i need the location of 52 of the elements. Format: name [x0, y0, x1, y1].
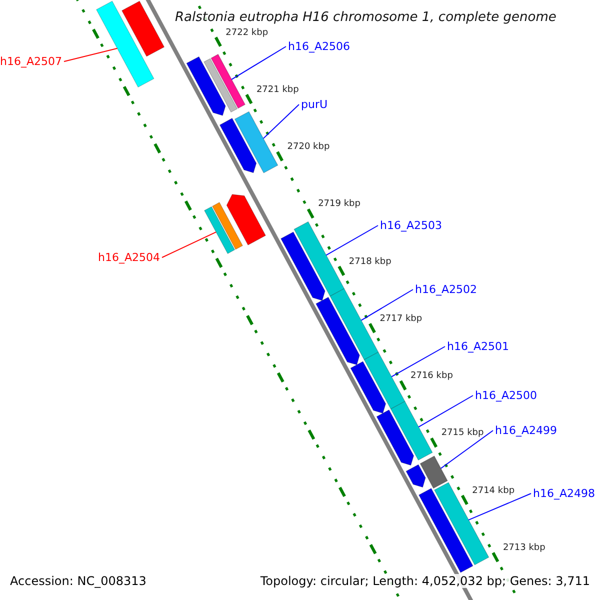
- leader-line: [418, 395, 474, 428]
- gene-label: h16_A2501: [447, 340, 509, 353]
- accession-text: Accession: NC_008313: [8, 574, 148, 588]
- scale-label: 2718 kbp: [348, 256, 392, 268]
- scale-label: 2721 kbp: [256, 84, 299, 96]
- gene-label: h16_A2502: [415, 283, 477, 296]
- gene-feature: [204, 206, 236, 254]
- gene-feature: [204, 58, 238, 112]
- gene-feature: [234, 111, 278, 174]
- gene-feature: [350, 361, 386, 414]
- gene-label: h16_A2503: [380, 219, 442, 232]
- leader-line: [468, 493, 532, 520]
- gene-feature: [376, 410, 414, 466]
- scale-label: 2715 kbp: [441, 428, 484, 440]
- gene-feature: [316, 296, 360, 366]
- leader-line: [440, 430, 494, 469]
- scale-label: 2722 kbp: [226, 28, 268, 39]
- leader-line: [231, 46, 286, 80]
- gene-feature: [280, 232, 326, 301]
- gene-label: h16_A2499: [495, 424, 557, 437]
- leader-line: [64, 48, 118, 62]
- gene-feature: [420, 456, 448, 489]
- gene-feature: [226, 194, 266, 246]
- gene-feature: [186, 56, 226, 116]
- scale-label: 2714 kbp: [472, 486, 515, 497]
- gene-label: h16_A2504: [98, 251, 160, 264]
- scale-label: 2719 kbp: [318, 199, 360, 210]
- gene-feature: [210, 54, 246, 109]
- gene-feature: [330, 288, 379, 360]
- gene-feature: [212, 202, 243, 250]
- genome-info-text: Topology: circular; Length: 4,052,032 bp; Genes: 3,711: [258, 574, 592, 588]
- scale-label: 2720 kbp: [287, 142, 330, 154]
- gene-feature: [122, 0, 165, 57]
- scale-label: 2713 kbp: [502, 543, 546, 554]
- gene-feature: [294, 221, 345, 297]
- gene-label: h16_A2498: [533, 487, 595, 500]
- gene-feature: [96, 0, 154, 88]
- gene-label: h16_A2506: [288, 40, 350, 53]
- gene-feature: [390, 401, 433, 460]
- leader-line: [360, 289, 414, 321]
- gene-feature: [418, 488, 474, 573]
- scale-label: 2717 kbp: [380, 314, 422, 325]
- gene-feature: [219, 118, 257, 174]
- leader-line: [391, 346, 446, 378]
- gene-label: h16_A2500: [475, 389, 537, 402]
- gene-label: purU: [301, 98, 328, 111]
- scale-label: 2716 kbp: [410, 371, 453, 382]
- gene-label: h16_A2507: [0, 55, 62, 68]
- gene-feature: [364, 352, 406, 410]
- leader-line: [326, 225, 378, 256]
- leader-line: [262, 104, 300, 139]
- gene-feature: [406, 464, 426, 488]
